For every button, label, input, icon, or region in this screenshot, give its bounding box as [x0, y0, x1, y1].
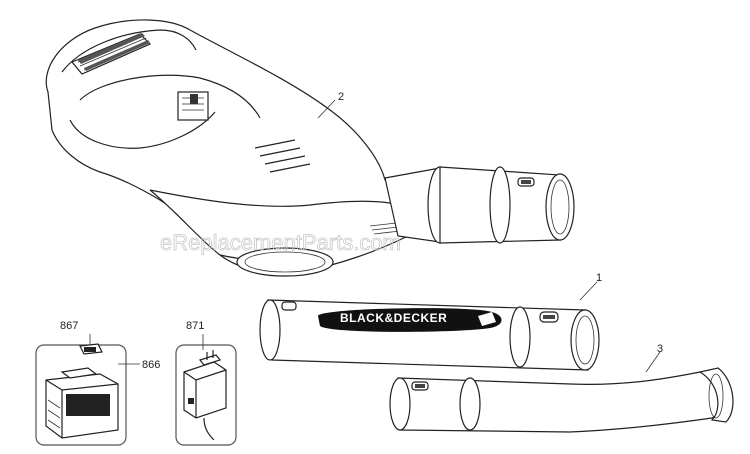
- callout-2[interactable]: 2: [338, 91, 344, 103]
- main-body-part-2[interactable]: [45, 19, 575, 277]
- watermark-text: eReplacementParts.com: [160, 230, 401, 255]
- charger-part-871[interactable]: [183, 350, 227, 441]
- callout-1[interactable]: 1: [596, 272, 602, 284]
- charger-box-frame: [175, 344, 237, 446]
- extension-tube-part-1[interactable]: BLACK&DECKER: [259, 299, 600, 371]
- leader-line-3: [645, 351, 661, 373]
- brand-logo-text: BLACK&DECKER: [340, 311, 447, 325]
- curved-nozzle-part-3[interactable]: [389, 367, 734, 433]
- callout-3[interactable]: 3: [657, 343, 663, 355]
- brand-logo: BLACK&DECKER: [318, 308, 502, 332]
- vent-grille: [71, 33, 152, 75]
- leader-line-2: [317, 99, 336, 119]
- callout-866[interactable]: 866: [142, 359, 160, 371]
- terminal-cap-part-867[interactable]: [79, 343, 103, 355]
- leader-line-1: [579, 281, 598, 301]
- callout-871[interactable]: 871: [186, 320, 204, 332]
- battery-box-frame: [35, 344, 127, 446]
- callout-867[interactable]: 867: [60, 320, 78, 332]
- battery-pack-part-866[interactable]: [45, 367, 119, 439]
